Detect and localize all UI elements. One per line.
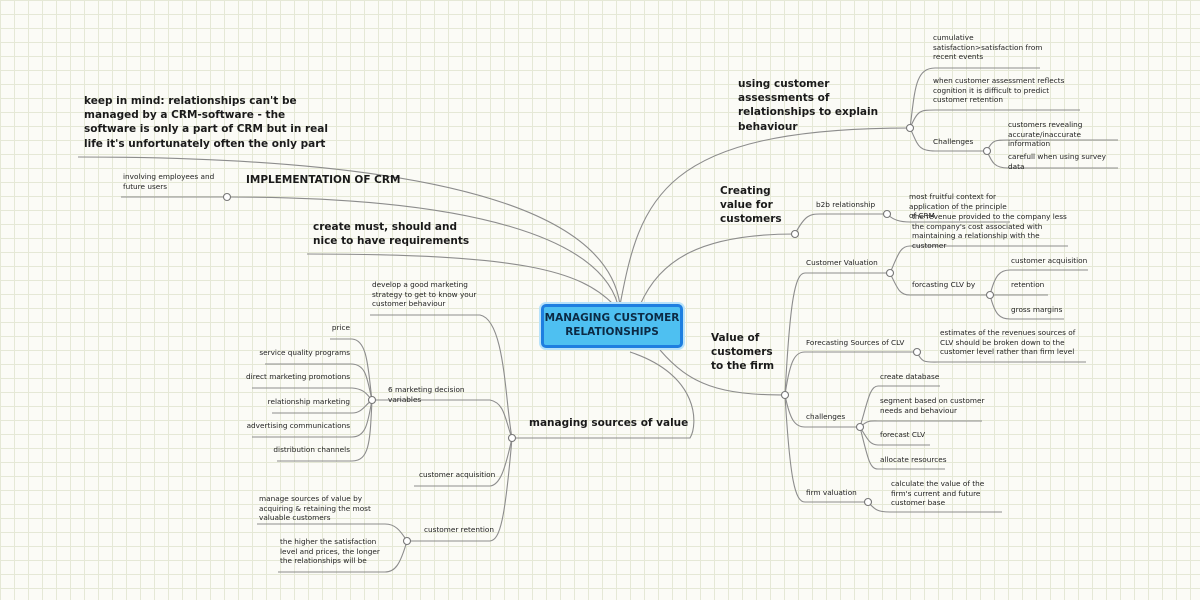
central-topic[interactable]: MANAGING CUSTOMER RELATIONSHIPS [541, 304, 683, 348]
variable-relationship-marketing[interactable]: relationship marketing [267, 397, 350, 406]
node-six-variables[interactable]: 6 marketing decision variables [388, 385, 465, 404]
note-cumulative-satisfaction[interactable]: cumulative satisfaction>satisfaction fro… [933, 33, 1043, 62]
variable-direct-marketing[interactable]: direct marketing promotions [246, 372, 350, 381]
node-b2b-relationship[interactable]: b2b relationship [816, 200, 876, 209]
node-forcasting-clv[interactable]: forcasting CLV by [912, 280, 976, 289]
node-challenges[interactable]: Challenges [933, 137, 974, 146]
node-customer-valuation[interactable]: Customer Valuation [806, 258, 878, 267]
challenge-segment[interactable]: segment based on customer needs and beha… [880, 396, 985, 415]
topic-managing-sources[interactable]: managing sources of value [529, 417, 689, 429]
note-involving[interactable]: involving employees and future users [123, 172, 215, 191]
node-forecasting-sources[interactable]: Forecasting Sources of CLV [806, 338, 905, 347]
node-customer-acquisition[interactable]: customer acquisition [419, 470, 496, 479]
topic-implementation[interactable]: IMPLEMENTATION OF CRM [246, 174, 401, 186]
node-firm-valuation[interactable]: firm valuation [806, 488, 857, 497]
variable-service-quality[interactable]: service quality programs [259, 348, 350, 357]
topic-value-of-customers[interactable]: Value of customers to the firm [711, 332, 775, 373]
note-forecasting-level[interactable]: estimates of the revenues sources of CLV… [940, 328, 1076, 357]
clv-retention[interactable]: retention [1011, 280, 1045, 289]
node-develop-strategy[interactable]: develop a good marketing strategy to get… [372, 280, 477, 309]
note-valuation-definition[interactable]: the revenue provided to the company less… [912, 212, 1067, 250]
challenge-allocate-resources[interactable]: allocate resources [880, 455, 947, 464]
topic-assessments[interactable]: using customer assessments of relationsh… [738, 78, 879, 133]
variable-advertising[interactable]: advertising communications [246, 421, 350, 430]
note-survey-data[interactable]: carefull when using survey data [1008, 152, 1106, 171]
note-retention-manage[interactable]: manage sources of value by acquiring & r… [259, 494, 371, 523]
clv-customer-acquisition[interactable]: customer acquisition [1011, 256, 1088, 265]
node-challenges-value[interactable]: challenges [806, 412, 846, 421]
topic-keep-in-mind[interactable]: keep in mind: relationships can't be man… [84, 95, 328, 150]
note-assessment-cognition[interactable]: when customer assessment reflects cognit… [933, 76, 1065, 105]
note-b2b-context[interactable]: most fruitful context for application of… [909, 192, 1007, 221]
variable-price[interactable]: price [331, 323, 350, 332]
note-firm-value[interactable]: calculate the value of the firm's curren… [891, 479, 985, 508]
note-retention-satisfaction[interactable]: the higher the satisfaction level and pr… [280, 537, 380, 566]
topic-requirements[interactable]: create must, should and nice to have req… [313, 221, 470, 248]
challenge-create-database[interactable]: create database [880, 372, 940, 381]
note-revealing-information[interactable]: customers revealing accurate/inaccurate … [1008, 120, 1083, 149]
topic-creating-value[interactable]: Creating value for customers [720, 185, 782, 226]
variable-distribution[interactable]: distribution channels [273, 445, 350, 454]
clv-gross-margins[interactable]: gross margins [1011, 305, 1063, 314]
node-customer-retention[interactable]: customer retention [424, 525, 494, 534]
challenge-forecast-clv[interactable]: forecast CLV [880, 430, 926, 439]
